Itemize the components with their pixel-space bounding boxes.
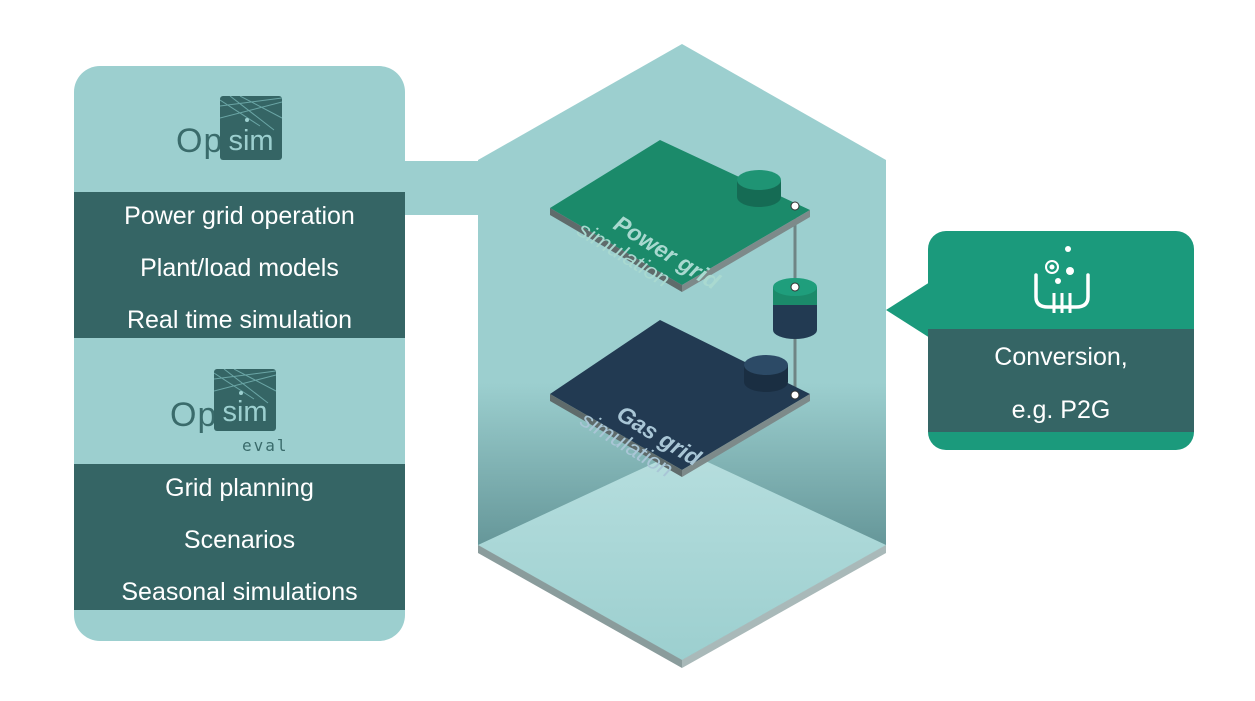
power-grid-layer <box>550 140 810 292</box>
p2g-flask-icon <box>1034 246 1090 313</box>
gas-grid-layer <box>550 320 810 477</box>
logo-op-text: Op <box>170 396 218 434</box>
list-item: Real time simulation <box>126 306 353 334</box>
logo-sim-text: sim <box>228 125 274 157</box>
list-item: Scenarios <box>183 526 296 554</box>
coupling-cylinder <box>773 278 817 339</box>
panel-connector <box>400 161 482 215</box>
opsim-eval-features: Grid planning Scenarios Seasonal simulat… <box>74 464 405 610</box>
list-item: Power grid operation <box>124 202 355 230</box>
opsim-eval-logo: Op sim eval <box>74 366 405 466</box>
conversion-line-1: Conversion, <box>994 343 1128 371</box>
logo-lines-icon <box>214 369 276 404</box>
conversion-card: Conversion, e.g. P2G <box>928 231 1194 450</box>
list-item: Seasonal simulations <box>121 578 358 606</box>
logo-lines-icon <box>220 96 282 131</box>
list-item: Plant/load models <box>140 254 339 282</box>
logo-sim-box: sim <box>220 96 282 160</box>
list-item: Grid planning <box>165 474 314 502</box>
logo-sim-text: sim <box>222 396 268 428</box>
opsim-features: Power grid operation Plant/load models R… <box>74 192 405 338</box>
tools-panel: Op sim Power grid operation Plant/load m… <box>74 66 405 641</box>
logo-eval-text: eval <box>242 436 289 455</box>
logo-sim-box: sim <box>214 369 276 431</box>
conversion-line-2: e.g. P2G <box>1011 396 1111 424</box>
conversion-band <box>928 329 1194 432</box>
bubble-tail <box>886 282 930 338</box>
logo-op-text: Op <box>176 122 224 160</box>
opsim-logo: Op sim <box>74 94 405 194</box>
floor-plate <box>478 450 886 660</box>
